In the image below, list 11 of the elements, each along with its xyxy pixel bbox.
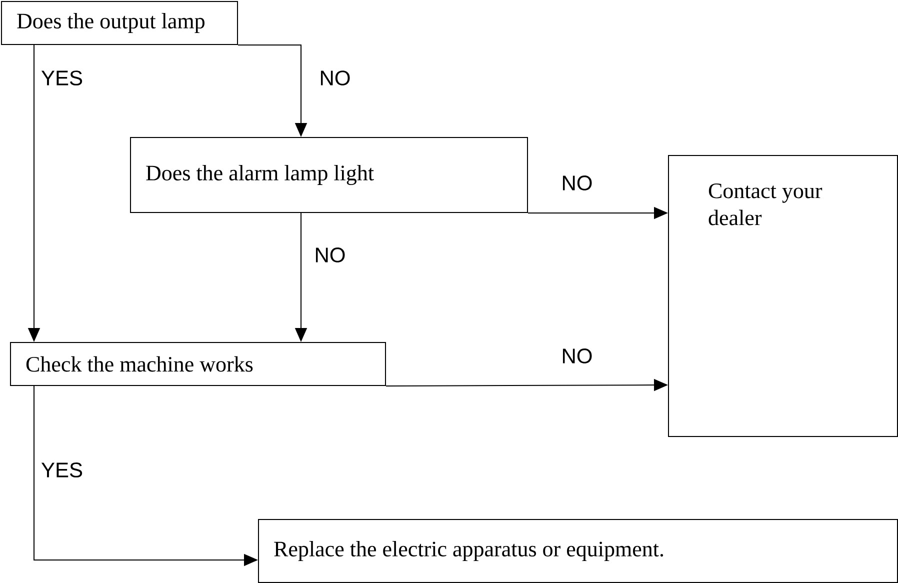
edge-label: YES: [40, 70, 84, 86]
process-box: Contact your dealer: [668, 155, 898, 437]
edge-label: NO: [560, 348, 594, 364]
edge-label: YES: [40, 462, 84, 478]
process-box: Check the machine works: [10, 342, 386, 386]
edge-label: NO: [313, 246, 347, 264]
process-box: Does the alarm lamp light: [130, 137, 528, 213]
process-box: Replace the electric apparatus or equipment.: [258, 519, 898, 583]
edge-label: NO: [318, 70, 352, 86]
edge-label: NO: [560, 174, 594, 192]
process-box: Does the output lamp: [1, 1, 238, 45]
